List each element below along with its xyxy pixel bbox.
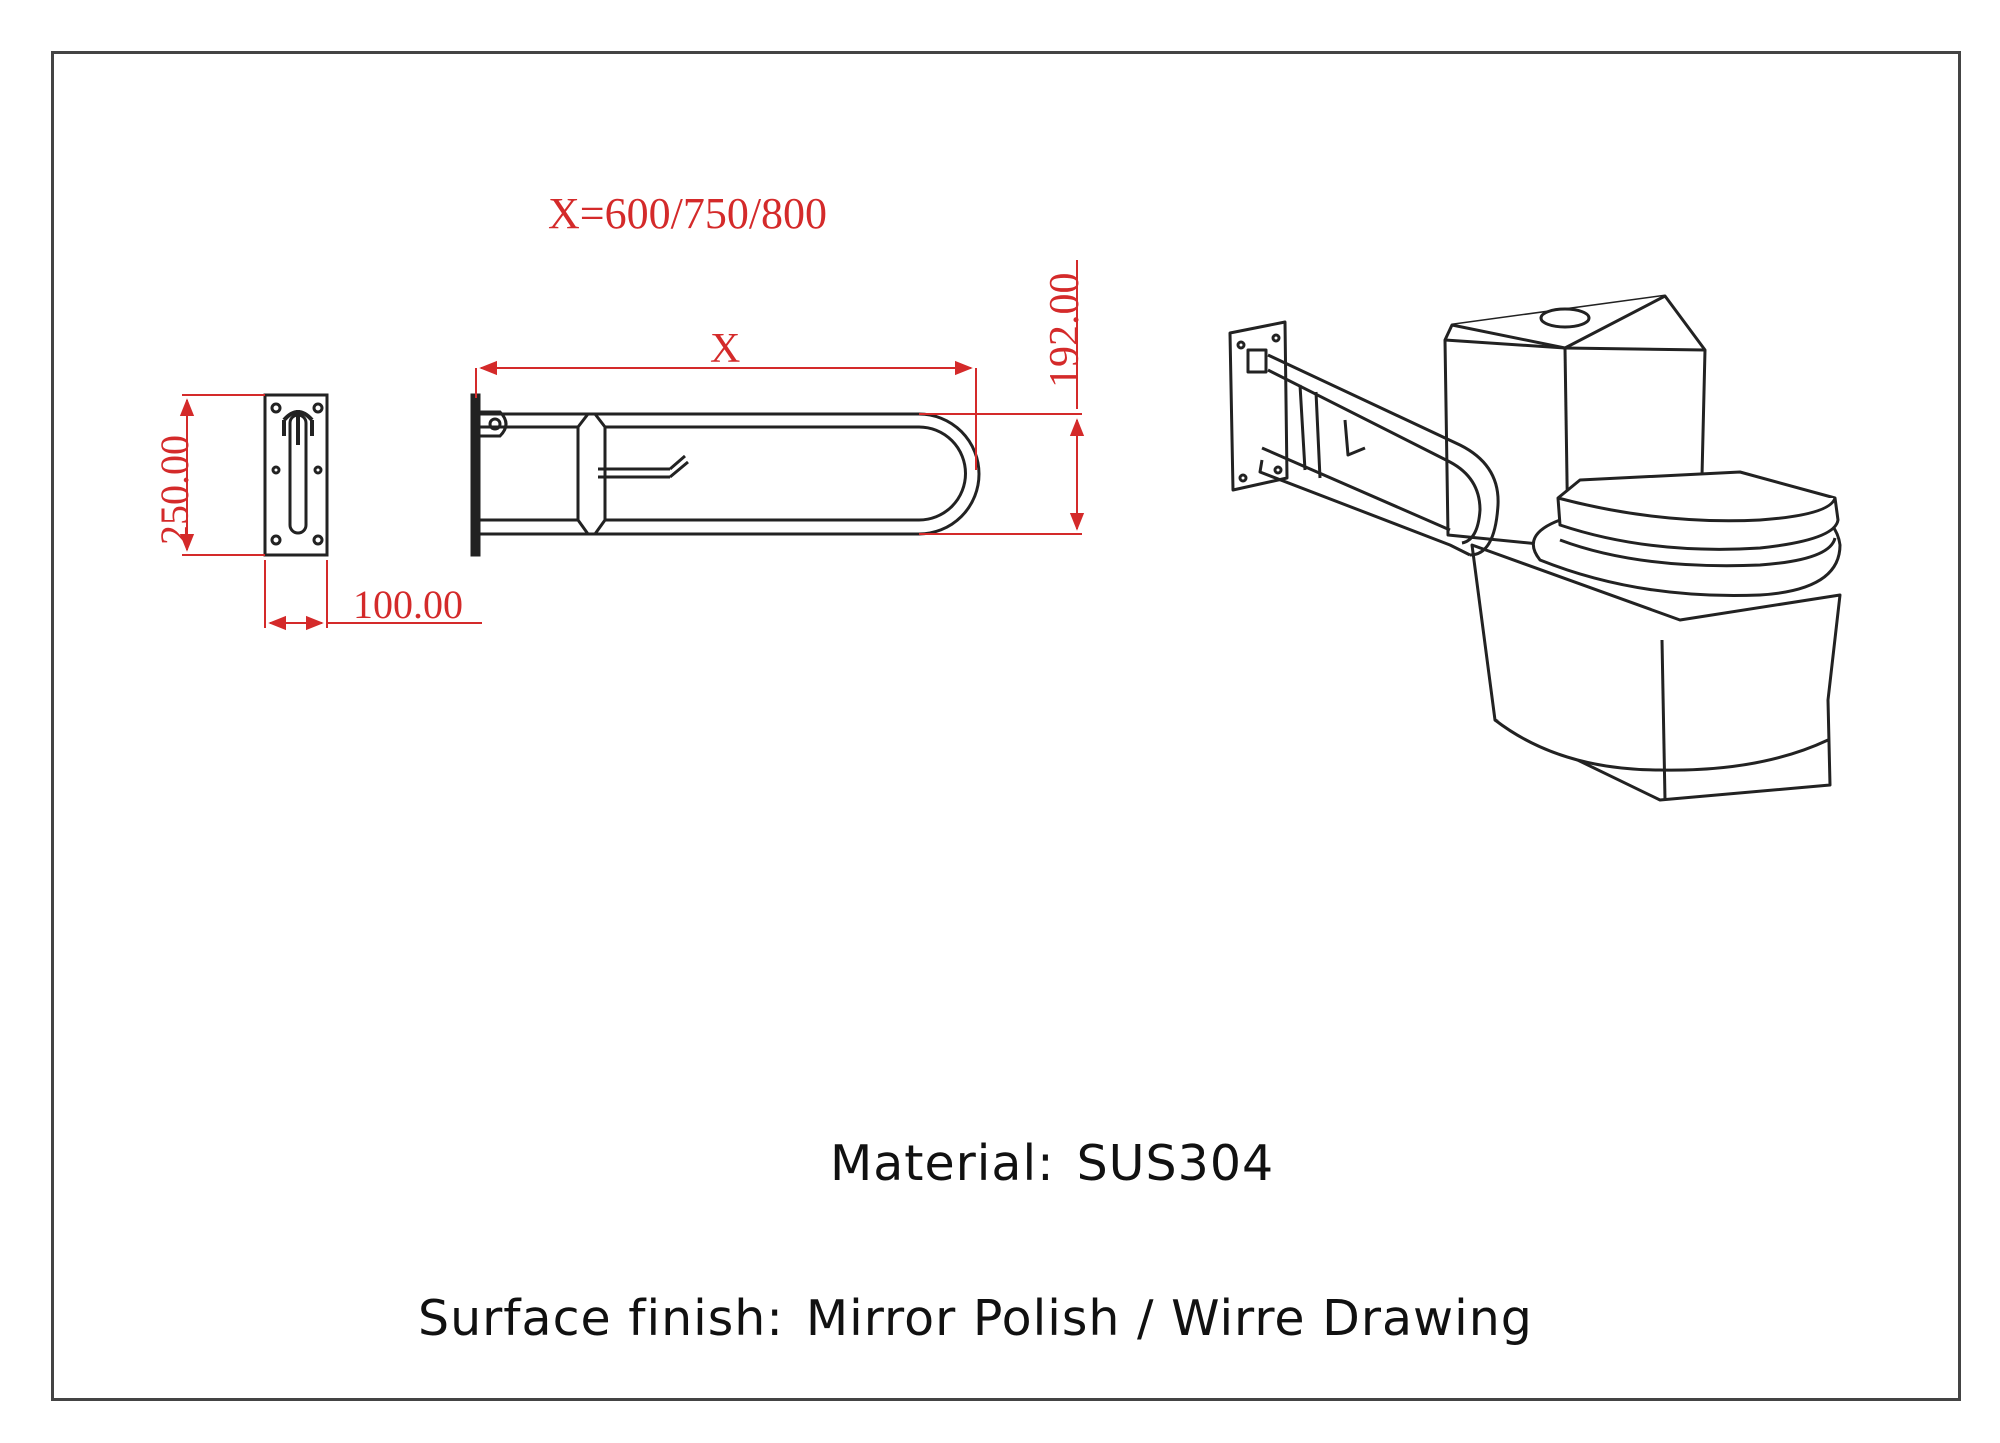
iso-grab-bar — [1228, 320, 1500, 557]
wall-plate-side-view — [263, 393, 329, 557]
toilet-illustration — [1443, 294, 1842, 802]
plate-width-dimension — [264, 560, 482, 631]
plate-height-label: 250.00 — [152, 435, 197, 545]
plate-width-label: 100.00 — [353, 582, 463, 627]
finish-label: Surface finish: — [418, 1290, 784, 1347]
material-label: Material: — [830, 1135, 1055, 1192]
height-dimension — [919, 260, 1085, 535]
plate-height-dimension — [179, 394, 265, 556]
finish-value: Mirror Polish / Wirre Drawing — [805, 1290, 1533, 1347]
material-value: SUS304 — [1076, 1135, 1275, 1192]
length-x-dimension — [475, 360, 977, 470]
grab-bar-front-view — [470, 393, 981, 557]
length-x-label: X — [710, 326, 740, 372]
surface-finish-spec: Surface finish: Mirror Polish / Wirre Dra… — [418, 1290, 1533, 1347]
length-x-options: X=600/750/800 — [548, 189, 827, 238]
height-label: 192.00 — [1042, 273, 1088, 389]
material-spec: Material: SUS304 — [830, 1135, 1274, 1192]
